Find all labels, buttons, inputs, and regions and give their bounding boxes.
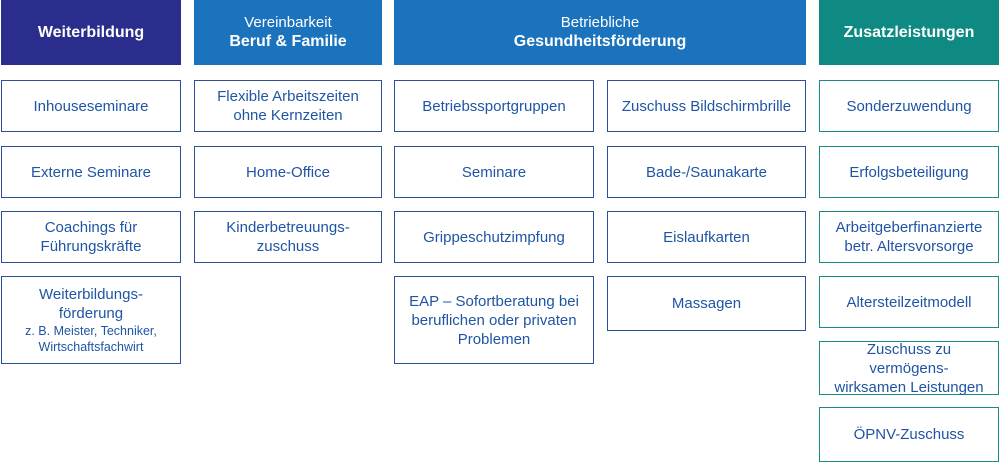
item-label-line1: Kinderbetreuungs- — [226, 219, 350, 236]
header-gesundheit: Betriebliche Gesundheitsförderung — [394, 0, 806, 65]
item-label: Erfolgsbeteiligung — [849, 163, 969, 181]
item-label: Externe Seminare — [30, 163, 152, 181]
item-label: Massagen — [671, 295, 742, 312]
item-label-line1: Coachings für — [44, 219, 138, 236]
item-massagen: Massagen — [607, 276, 806, 331]
item-seminare: Seminare — [394, 146, 594, 198]
item-label-line2: ohne Kernzeiten — [233, 107, 343, 124]
item-label: Home-Office — [246, 163, 330, 181]
header-zusatzleistungen: Zusatzleistungen — [819, 0, 999, 65]
item-label-line1: Flexible Arbeitszeiten — [217, 88, 359, 105]
item-label-line2: beruflichen oder privaten — [411, 311, 577, 329]
item-betriebssportgruppen: Betriebssportgruppen — [394, 80, 594, 132]
item-altersteilzeitmodell: Altersteilzeitmodell — [819, 276, 999, 328]
item-bade-saunakarte: Bade-/Saunakarte — [607, 146, 806, 198]
item-label-line1: Weiterbildungs- — [39, 286, 143, 303]
item-zuschuss-bildschirmbrille: Zuschuss Bildschirmbrille — [607, 80, 806, 132]
header-vereinbarkeit-line1: Vereinbarkeit — [244, 14, 332, 31]
item-sublabel-line1: z. B. Meister, Techniker, — [25, 324, 157, 338]
item-label: Sonderzuwendung — [846, 97, 972, 115]
item-label: Bade-/Saunakarte — [646, 163, 767, 181]
item-eislaufkarten: Eislaufkarten — [607, 211, 806, 263]
item-label-line2: wirksamen Leistungen — [834, 378, 984, 396]
header-vereinbarkeit-line2: Beruf & Familie — [229, 33, 347, 50]
item-vermoegenswirksame-leistungen: Zuschuss zu vermögens- wirksamen Leistun… — [819, 340, 999, 396]
item-home-office: Home-Office — [194, 146, 382, 198]
item-label: Eislaufkarten — [663, 228, 750, 246]
item-sublabel-line2: Wirtschaftsfachwirt — [38, 340, 144, 354]
item-label-line2: Führungskräfte — [40, 238, 142, 255]
item-flexible-arbeitszeiten: Flexible Arbeitszeiten ohne Kernzeiten — [194, 80, 382, 132]
item-oepnv-zuschuss: ÖPNV-Zuschuss — [819, 407, 999, 462]
item-label-line2: förderung — [58, 305, 124, 322]
item-inhouseseminare: Inhouseseminare — [1, 80, 181, 132]
item-kinderbetreuungszuschuss: Kinderbetreuungs- zuschuss — [194, 211, 382, 263]
item-label: Grippeschutzimpfung — [423, 228, 565, 246]
header-gesundheit-line1: Betriebliche — [560, 14, 640, 31]
item-sonderzuwendung: Sonderzuwendung — [819, 80, 999, 132]
header-weiterbildung: Weiterbildung — [1, 0, 181, 65]
item-label-line1: Arbeitgeberfinanzierte — [835, 219, 983, 236]
item-altersvorsorge: Arbeitgeberfinanzierte betr. Altersvorso… — [819, 211, 999, 263]
item-label-line1: Zuschuss zu vermögens- — [866, 340, 952, 377]
header-vereinbarkeit: Vereinbarkeit Beruf & Familie — [194, 0, 382, 65]
header-weiterbildung-label: Weiterbildung — [37, 23, 145, 41]
item-grippeschutzimpfung: Grippeschutzimpfung — [394, 211, 594, 263]
item-label: ÖPNV-Zuschuss — [853, 426, 965, 443]
header-zusatzleistungen-label: Zusatzleistungen — [843, 23, 975, 41]
item-erfolgsbeteiligung: Erfolgsbeteiligung — [819, 146, 999, 198]
item-label-line1: EAP – Sofortberatung bei — [409, 292, 579, 310]
item-label-line2: betr. Altersvorsorge — [844, 238, 974, 255]
item-coachings: Coachings für Führungskräfte — [1, 211, 181, 263]
item-label: Betriebssportgruppen — [422, 97, 566, 115]
item-label: Zuschuss Bildschirmbrille — [621, 97, 792, 115]
item-externe-seminare: Externe Seminare — [1, 146, 181, 198]
item-label: Altersteilzeitmodell — [846, 293, 972, 311]
item-eap-sofortberatung: EAP – Sofortberatung bei beruflichen ode… — [394, 276, 594, 364]
item-label: Inhouseseminare — [33, 97, 149, 115]
item-weiterbildungsfoerderung: Weiterbildungs- förderung z. B. Meister,… — [1, 276, 181, 364]
item-label: Seminare — [461, 163, 527, 181]
header-gesundheit-line2: Gesundheitsförderung — [513, 33, 687, 50]
item-label-line3: Problemen — [457, 330, 531, 348]
item-label-line2: zuschuss — [256, 238, 320, 255]
